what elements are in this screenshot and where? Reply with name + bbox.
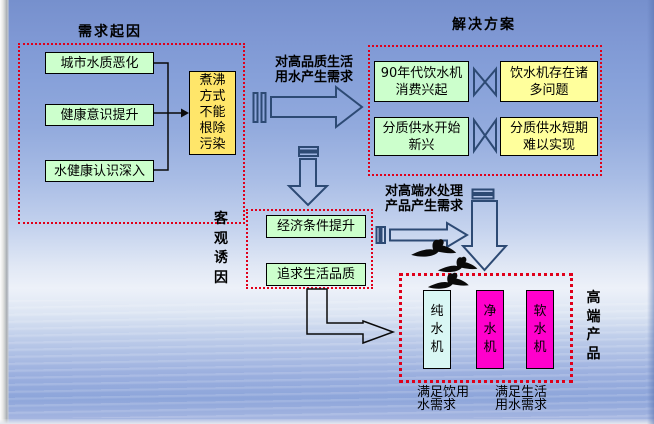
cause-box-water-quality: 城市水质恶化 xyxy=(45,52,154,74)
products-section-title: 高 端 产 品 xyxy=(586,290,601,362)
mid-arrow-label: 对高端水处理 产品产生需求 xyxy=(384,184,463,214)
window-frame-bottom xyxy=(0,419,654,424)
incentive-section-title: 客 观 诱 因 xyxy=(214,211,228,286)
cause-box-health-awareness: 健康意识提升 xyxy=(45,104,154,126)
incentive-group-box xyxy=(246,209,373,289)
product-box-water-purifier: 净 水 机 xyxy=(476,290,504,369)
product-box-water-softener: 软 水 机 xyxy=(526,290,554,369)
solution-problem-box-dispenser-issues: 饮水机存在诸 多问题 xyxy=(500,61,598,102)
slide-right-shade xyxy=(647,0,654,424)
solution-section-title: 解决方案 xyxy=(452,17,516,33)
window-frame-left xyxy=(0,0,9,424)
demand-group-box xyxy=(18,43,245,224)
conclusion-box-boiling-cannot-remove-pollution: 煮沸 方式 不能 根除 污染 xyxy=(189,71,236,155)
caption-drinking-water-demand: 满足饮用 水需求 xyxy=(417,385,470,413)
caption-living-water-demand: 满足生活 用水需求 xyxy=(495,385,548,413)
solution-problem-box-supply-hard-to-realize: 分质供水短期 难以实现 xyxy=(500,117,598,156)
incentive-box-economic-conditions: 经济条件提升 xyxy=(266,215,366,238)
solution-group-box xyxy=(368,45,602,176)
demand-section-title: 需求起因 xyxy=(78,24,142,40)
cause-box-water-health-knowledge: 水健康认识深入 xyxy=(45,160,154,182)
product-box-pure-water-machine: 纯 水 机 xyxy=(423,290,451,369)
incentive-box-life-quality: 追求生活品质 xyxy=(266,263,366,286)
solution-attempt-box-water-dispenser: 90年代饮水机 消费兴起 xyxy=(374,61,469,102)
solution-attempt-box-separate-supply: 分质供水开始 新兴 xyxy=(374,117,469,156)
products-group-box xyxy=(399,273,573,383)
top-arrow-label: 对高品质生活 用水产生需求 xyxy=(274,55,353,85)
